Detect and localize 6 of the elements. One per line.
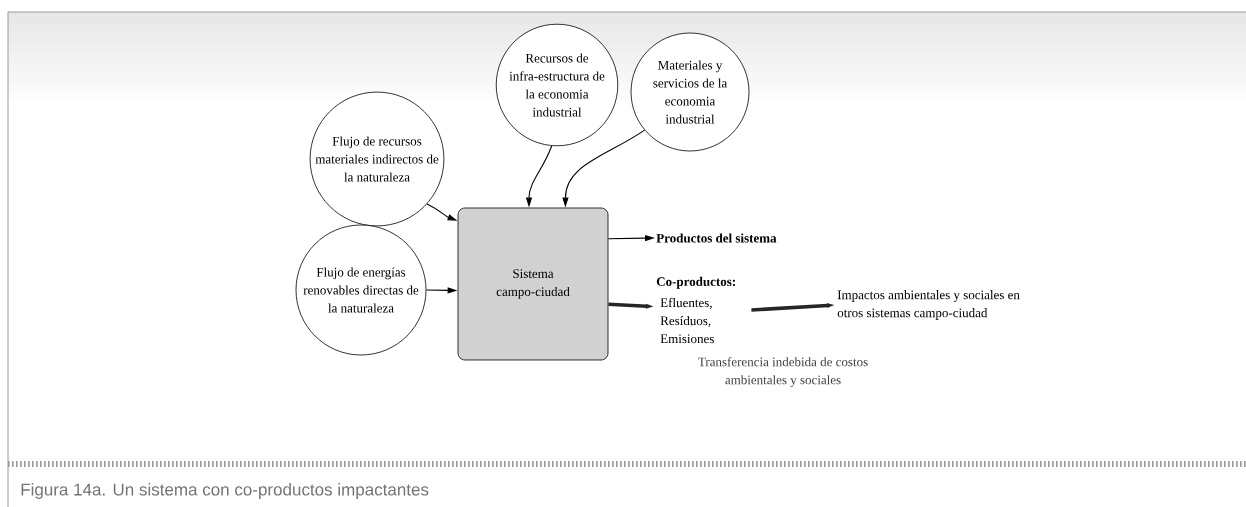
- note-text: Transferencia indebida de costos ambientales y sociales: [698, 357, 868, 387]
- output-text: Productos del sistema: [656, 233, 777, 243]
- system-box: Sistema campo-ciudad: [457, 207, 609, 361]
- output-text: Impactos ambientales y sociales en otros sistemas campo-ciudad: [837, 290, 1020, 320]
- figure-caption: Figura 14a. Un sistema con co-productos impactantes: [21, 483, 429, 499]
- output-text: Co-productos: Efluentes, Resíduos, Emisiones: [656, 276, 735, 344]
